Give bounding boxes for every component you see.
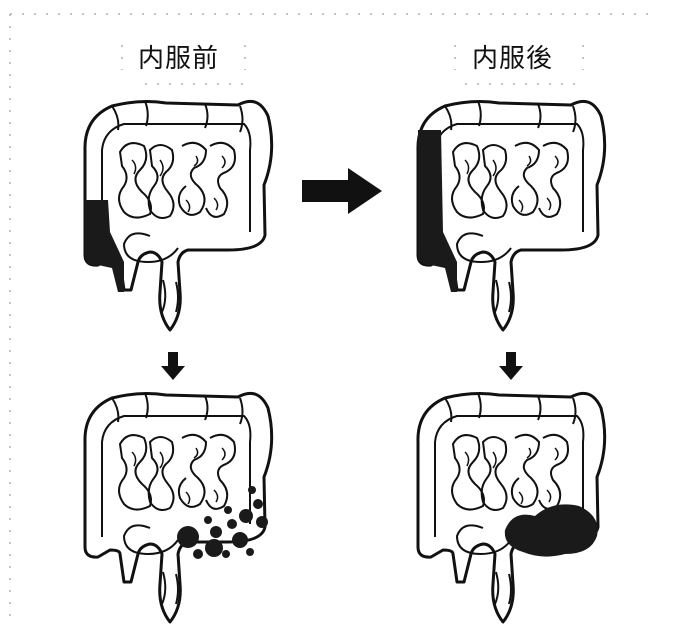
colon-before-top bbox=[85, 101, 272, 330]
colon-after-bottom bbox=[418, 393, 605, 622]
arrow-down-right bbox=[499, 352, 523, 380]
arrow-right bbox=[302, 168, 382, 214]
colon-before-bottom bbox=[85, 393, 272, 622]
arrow-down-left bbox=[161, 352, 185, 380]
colon-after-top bbox=[418, 101, 605, 330]
